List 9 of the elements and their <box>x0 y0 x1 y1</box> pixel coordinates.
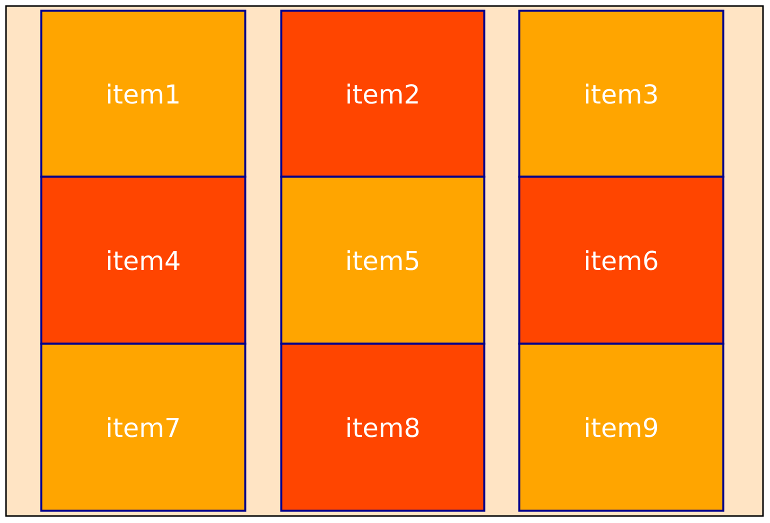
item-box: item7 <box>40 342 246 512</box>
item-box: item2 <box>280 10 486 178</box>
item-box: item5 <box>280 176 486 345</box>
item-box: item8 <box>280 342 486 512</box>
item-box: item6 <box>518 176 724 345</box>
item-box: item3 <box>518 10 724 178</box>
item-box: item1 <box>40 10 246 178</box>
item-box: item4 <box>40 176 246 345</box>
item-box: item9 <box>518 342 724 512</box>
